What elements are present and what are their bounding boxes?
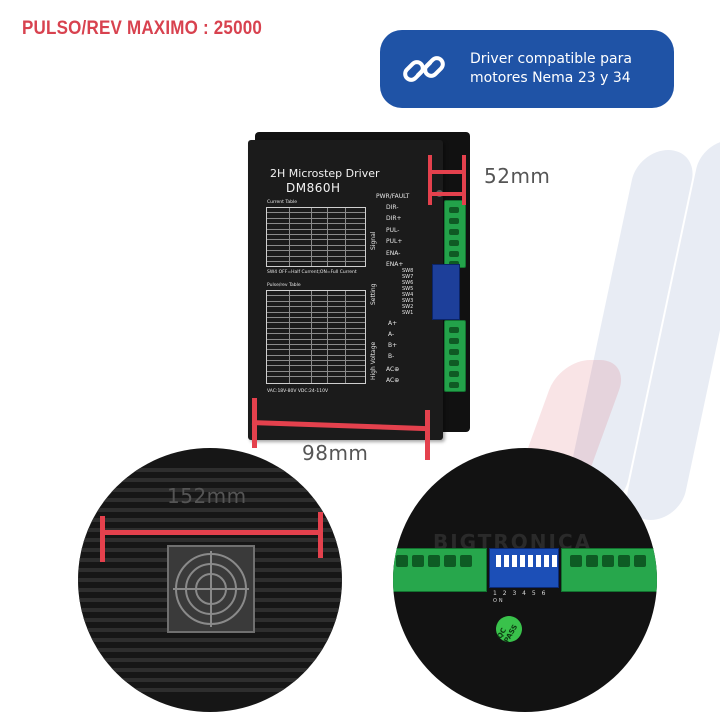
cooling-fan-icon <box>167 545 255 633</box>
height-marker-bottom <box>430 192 462 196</box>
dip-switch-on-label: ON <box>493 598 505 604</box>
switch-label: SW2 <box>402 304 414 310</box>
pin-label: ENA- <box>386 250 401 257</box>
pin-label: DIR+ <box>386 215 402 222</box>
badge-text-line1: Driver compatible para <box>470 51 632 67</box>
current-table <box>266 207 366 267</box>
height-marker-line <box>462 155 466 205</box>
pin-label: AC⊕ <box>386 377 400 384</box>
dip-switch-numbers: 1 2 3 4 5 6 <box>493 590 548 597</box>
pin-label: B+ <box>388 342 398 349</box>
driver-title: 2H Microstep Driver <box>270 167 380 180</box>
switch-label: SW8 <box>402 268 414 274</box>
closeup-dip-switch <box>489 548 559 588</box>
high-voltage-label: High Voltage <box>370 341 377 380</box>
current-table-label: Current Table <box>267 200 297 205</box>
signal-label: Signal <box>370 231 377 250</box>
switch-label: SW4 <box>402 292 414 298</box>
pin-label: B- <box>388 353 395 360</box>
badge-text-line2: motores Nema 23 y 34 <box>470 70 631 86</box>
length-measurement: 152mm <box>167 484 247 508</box>
width-measurement: 98mm <box>302 441 369 465</box>
switch-label: SW1 <box>402 310 414 316</box>
qc-pass-sticker: QC PASS <box>491 611 527 647</box>
dip-switch-block[interactable] <box>432 264 460 320</box>
power-terminal-block[interactable] <box>444 320 466 392</box>
driver-model: DM860H <box>286 181 341 195</box>
signal-terminal-block[interactable] <box>444 200 466 268</box>
pin-label: PUL- <box>386 227 400 234</box>
pin-label: PUL+ <box>386 238 403 245</box>
height-marker-top <box>430 170 462 174</box>
switch-label: SW3 <box>402 298 414 304</box>
heatsink-fan-closeup <box>78 448 342 712</box>
link-chain-icon <box>403 56 445 82</box>
pin-label: DIR- <box>386 204 399 211</box>
length-marker-line <box>100 530 322 535</box>
height-measurement: 52mm <box>484 164 551 188</box>
connector-closeup: BIGTRONICA 1 2 3 4 5 6 ON QC PASS <box>393 448 657 712</box>
switch-label: SW7 <box>402 274 414 280</box>
length-marker-left <box>100 516 105 562</box>
switch-label: SW6 <box>402 280 414 286</box>
pin-label: A- <box>388 331 395 338</box>
sw4-note: SW4 OFF=Half Current;ON=Full Current <box>267 270 357 275</box>
max-pulse-title: PULSO/REV MAXIMO : 25000 <box>22 16 263 39</box>
pin-label: AC⊕ <box>386 366 400 373</box>
pulse-table <box>266 290 366 384</box>
height-marker-line <box>428 155 432 205</box>
pwr-fault-label: PWR/FAULT <box>376 193 410 200</box>
setting-label: Setting <box>370 283 377 305</box>
pin-label: ENA+ <box>386 261 404 268</box>
pulse-table-label: Pulse/rev Table <box>267 283 301 288</box>
length-marker-right <box>318 512 323 558</box>
width-marker-right <box>425 410 430 460</box>
compatibility-badge: Driver compatible para motores Nema 23 y… <box>380 30 674 108</box>
switch-label: SW5 <box>402 286 414 292</box>
pin-label: A+ <box>388 320 398 327</box>
closeup-terminal-left <box>393 548 487 592</box>
closeup-terminal-right <box>561 548 657 592</box>
power-note: VAC:18V-80V VDC:24-110V <box>267 389 329 394</box>
